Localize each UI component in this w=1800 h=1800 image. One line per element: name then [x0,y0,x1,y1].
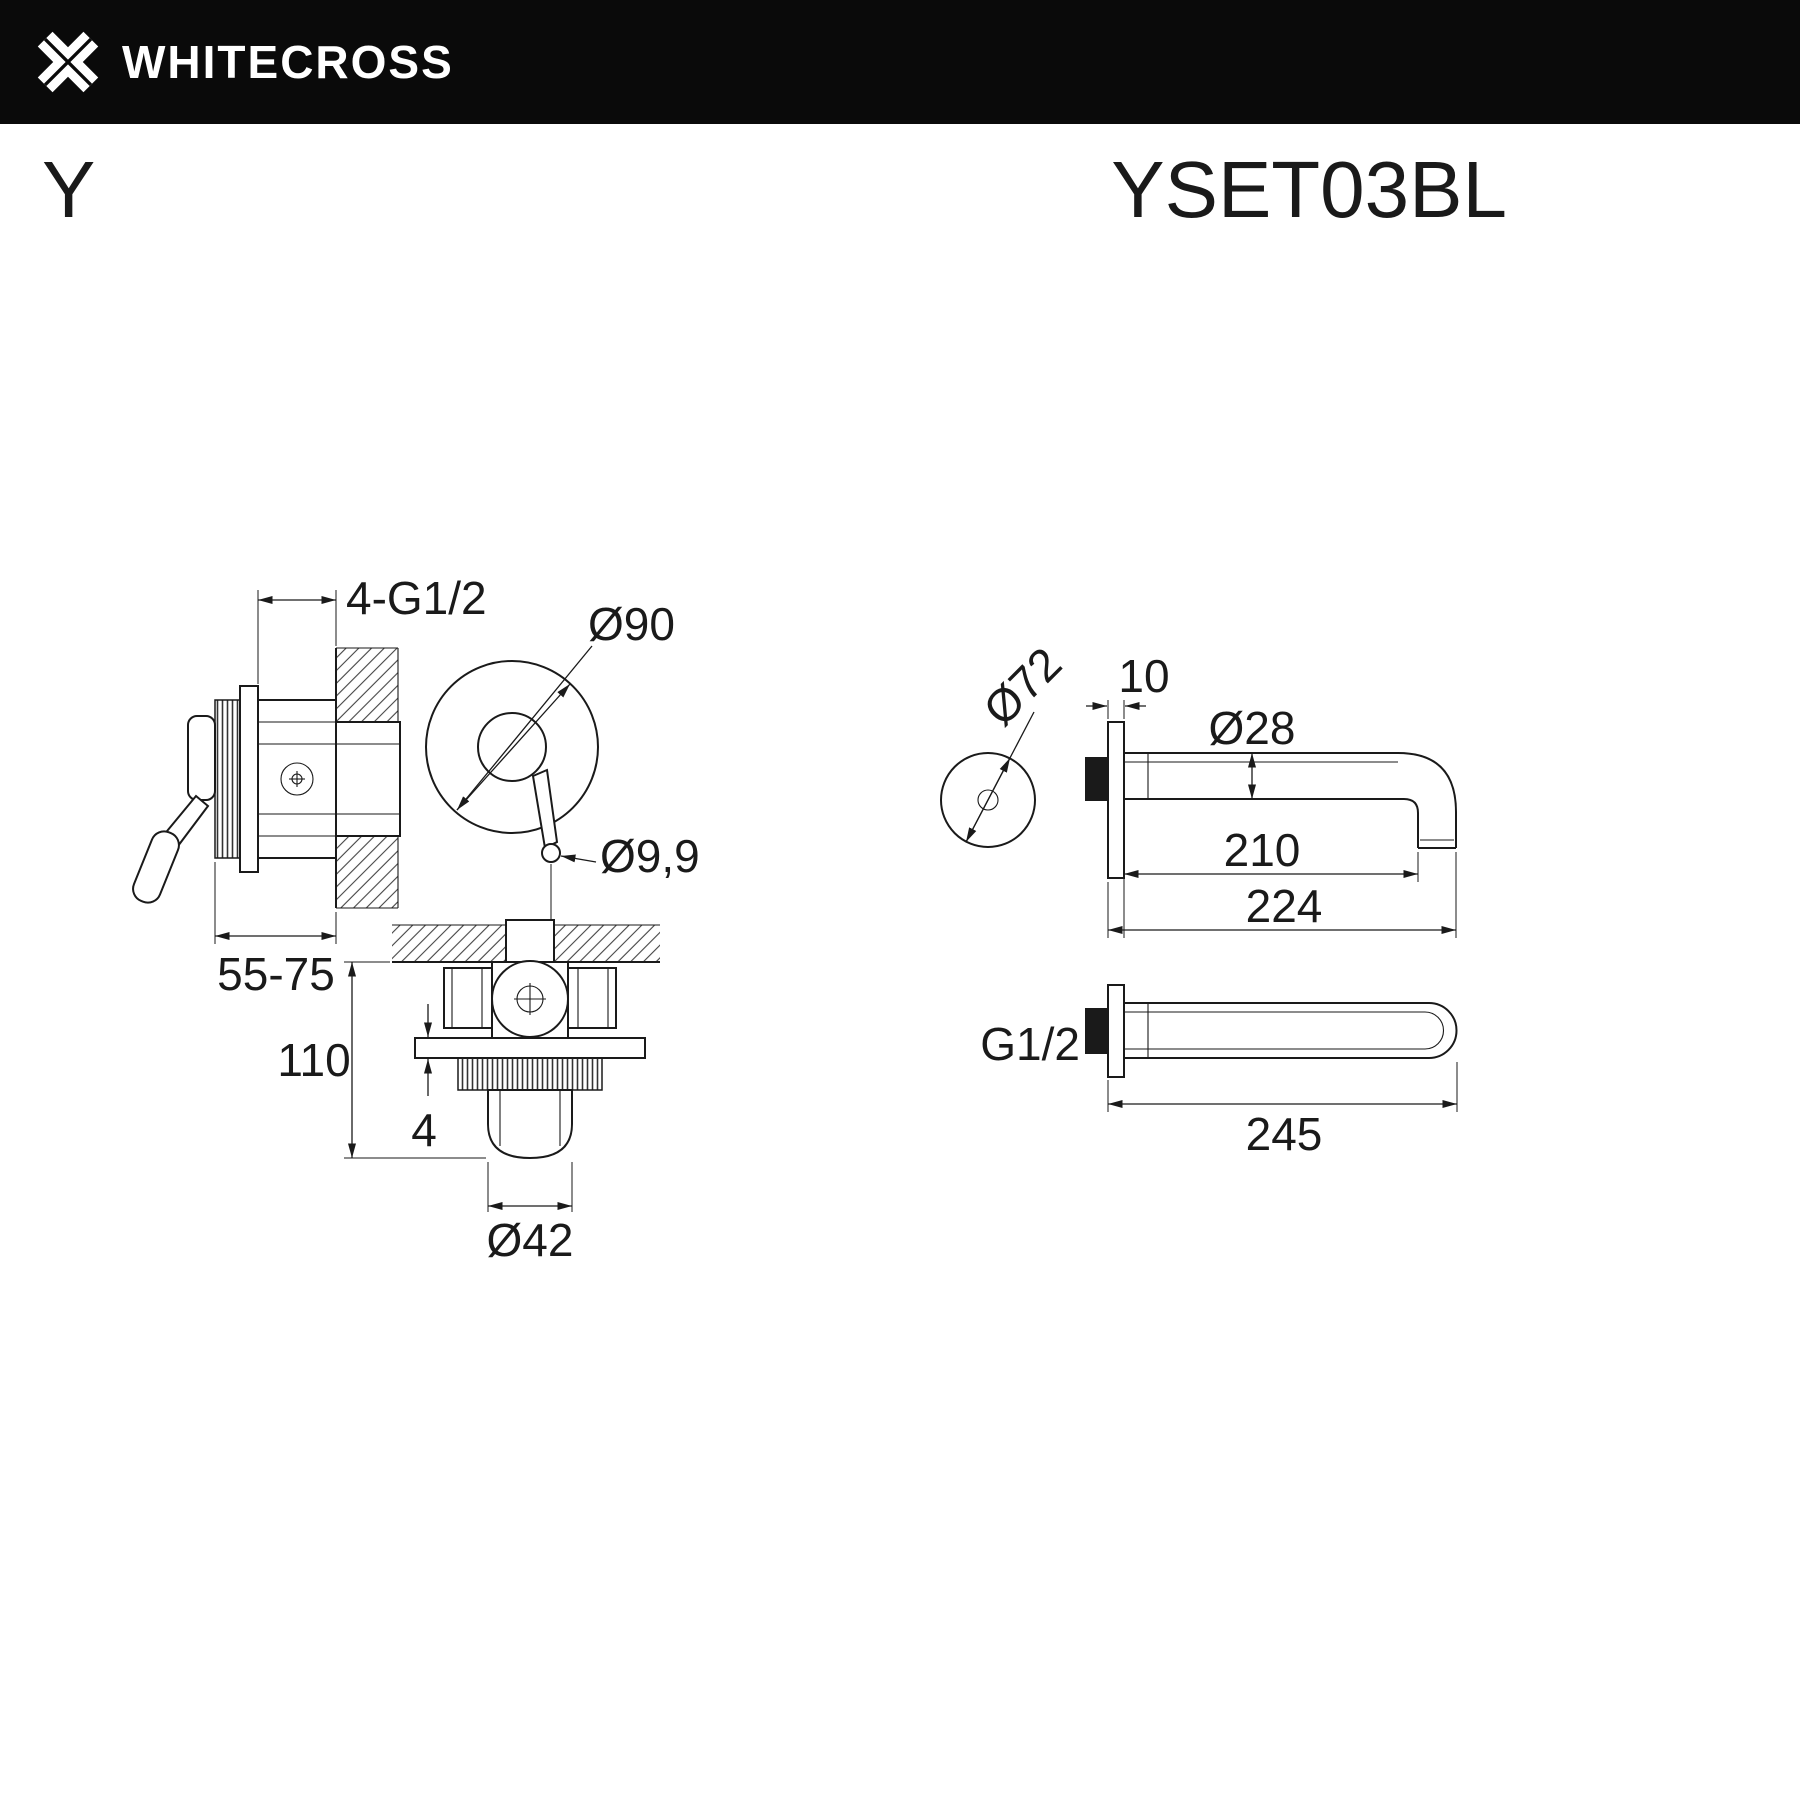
valve-side-view: 4-G1/2 55-75 [132,572,487,1000]
spout-tube-top [1123,1002,1458,1059]
product-model: YSET03BL [1111,145,1507,234]
whitecross-logo-icon [37,31,99,93]
dim-height-label: 110 [277,1034,350,1086]
dim-depth-range-label: 55-75 [217,948,335,1000]
trim-plate-circle [425,660,599,834]
dim-plate-thickness-label: 4 [411,1104,437,1156]
dim-tip-diameter-label: Ø9,9 [600,830,700,882]
spout-inlet-thread [1085,757,1108,801]
flange-plate [414,1037,646,1059]
escutcheon-plate [239,685,259,873]
header-bar: WHITECROSS [0,0,1800,124]
product-series: Y [42,145,96,234]
dim-tube-diameter-label: Ø28 [1209,702,1296,754]
handle-cap [187,715,216,801]
handle-knob [487,1089,573,1160]
spout-inlet-thread-top [1085,1008,1108,1054]
handle-tip [541,843,561,863]
spout-wall-flange [1107,721,1125,879]
spout-escutcheon [940,752,1036,848]
spout-tube-outer [1124,752,1457,848]
dim-trim-diameter-label: Ø42 [487,1214,574,1266]
valve-front-view: Ø90 Ø9,9 [425,598,700,956]
spout-front-view: Ø72 [940,637,1071,848]
spout-side-view: 10 Ø28 210 224 [1085,650,1457,938]
port-right [567,967,617,1029]
dim-length-label: 245 [1246,1108,1323,1160]
knurled-trim [457,1057,603,1091]
cartridge-screw [280,762,314,796]
dim-thread-label: 4-G1/2 [346,572,487,624]
valve-inwall-body [335,721,401,837]
port-left [443,967,493,1029]
spout-wall-flange-top [1107,984,1125,1078]
dim-escutcheon-diameter-label: Ø72 [973,637,1071,735]
dim-overall-label: 224 [1246,880,1323,932]
dim-flange-depth-label: 10 [1118,650,1169,702]
brand-name: WHITECROSS [122,36,454,88]
knurled-ring [214,699,241,859]
spout-top-view: G1/2 245 [980,984,1458,1160]
spout-tube-inner [1124,798,1419,848]
dim-reach-label: 210 [1224,824,1301,876]
handle-grip [132,830,180,904]
dim-spout-thread-label: G1/2 [980,1018,1080,1070]
front-handle [531,768,559,850]
valve-top-view: 110 4 Ø42 [277,919,660,1266]
dim-plate-diameter-label: Ø90 [588,598,675,650]
